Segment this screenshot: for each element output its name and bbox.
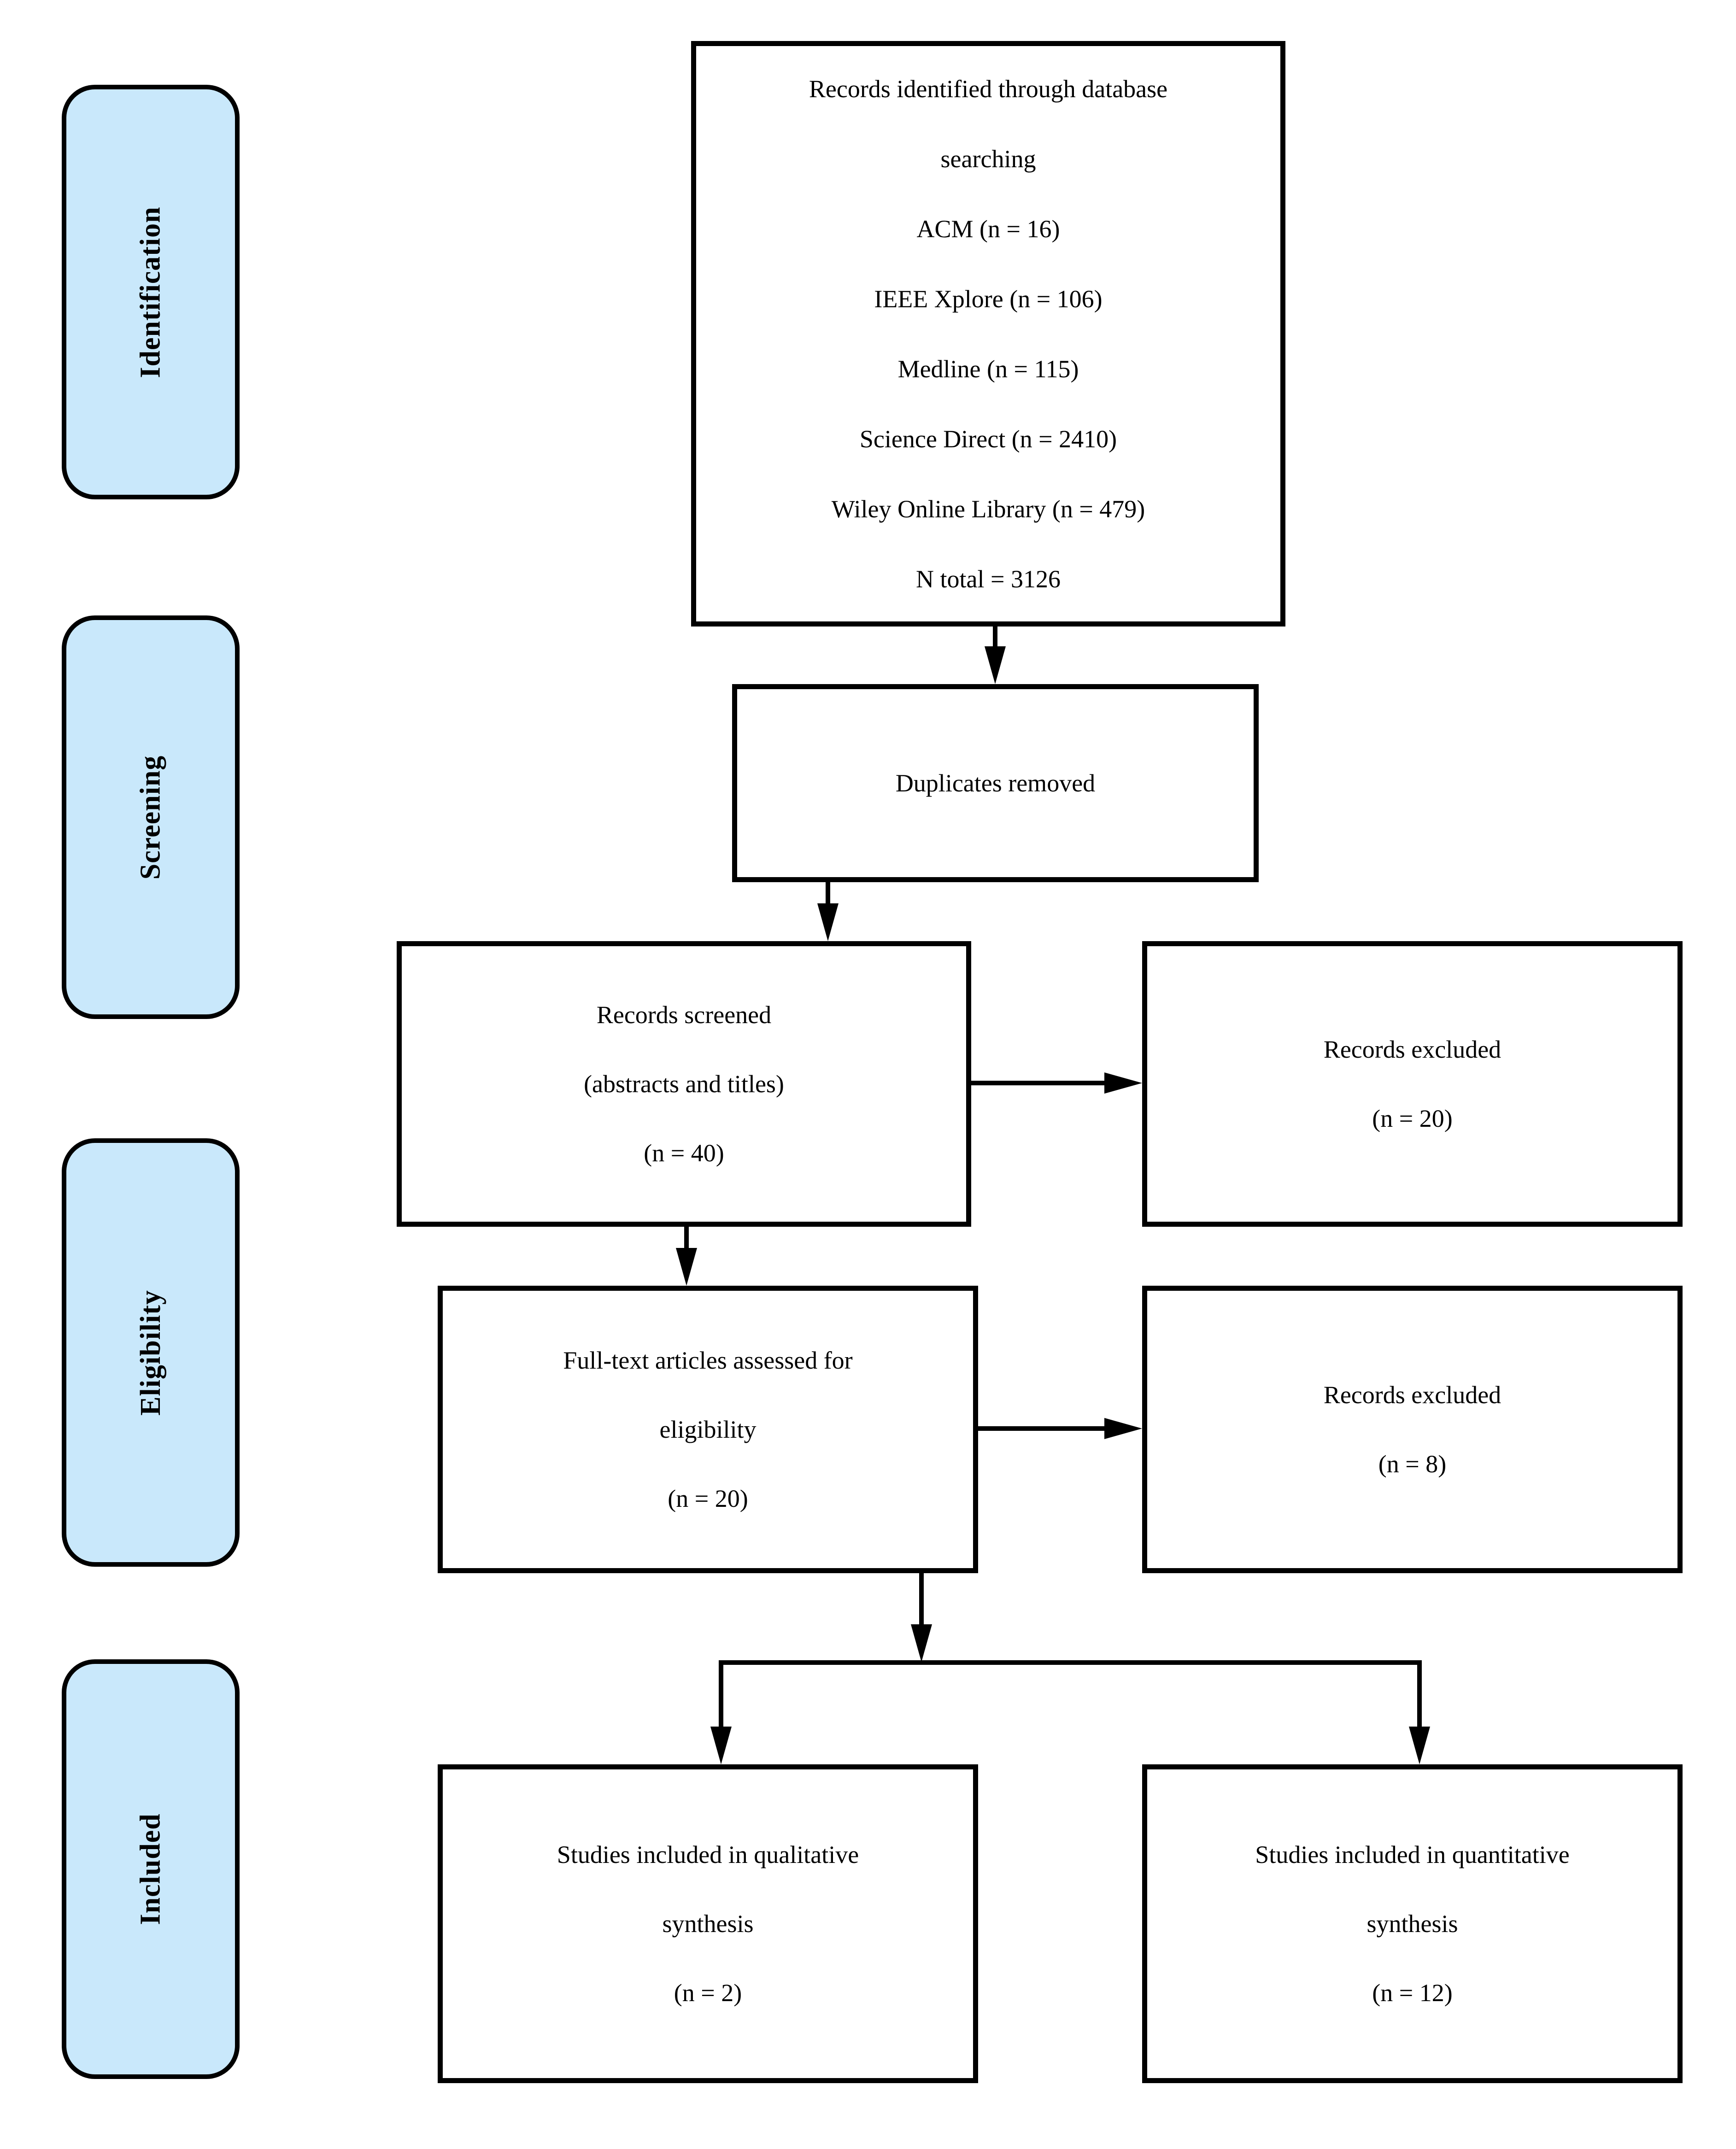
arrowhead-right [1104, 1072, 1142, 1094]
box-line: ACM (n = 16) [916, 215, 1060, 243]
box-line: IEEE Xplore (n = 106) [874, 285, 1103, 313]
box-records-excluded-eligibility: Records excluded (n = 8) [1142, 1286, 1683, 1573]
box-line: N total = 3126 [916, 565, 1061, 593]
arrow-line [970, 1081, 1108, 1085]
arrow-line [977, 1426, 1108, 1431]
box-line: Records identified through database [809, 75, 1168, 103]
arrowhead-down [1409, 1727, 1430, 1764]
box-line: (n = 20) [1372, 1105, 1453, 1132]
box-line: synthesis [662, 1910, 754, 1938]
box-line: Studies included in qualitative [557, 1841, 859, 1868]
arrowhead-down [911, 1624, 932, 1662]
arrow-line [993, 626, 997, 653]
arrowhead-down [817, 903, 839, 941]
box-line: (n = 40) [644, 1139, 724, 1167]
box-fulltext-assessed: Full-text articles assessed for eligibil… [438, 1286, 978, 1573]
box-records-screened: Records screened (abstracts and titles) … [397, 941, 971, 1227]
box-line: (n = 8) [1378, 1450, 1447, 1478]
stage-screening: Screening [62, 615, 240, 1019]
box-duplicates-removed: Duplicates removed [732, 684, 1259, 882]
box-qualitative-synthesis: Studies included in qualitative synthesi… [438, 1764, 978, 2083]
branch-right-line [1417, 1660, 1422, 1730]
box-line: searching [940, 145, 1036, 173]
box-line: (n = 20) [668, 1485, 748, 1512]
box-line: Wiley Online Library (n = 479) [831, 495, 1145, 523]
arrowhead-down [710, 1727, 732, 1764]
box-line: Full-text articles assessed for [563, 1347, 853, 1374]
box-line: Studies included in quantitative [1255, 1841, 1570, 1868]
box-quantitative-synthesis: Studies included in quantitative synthes… [1142, 1764, 1683, 2083]
stage-label-included: Included [135, 1813, 166, 1925]
arrowhead-down [676, 1248, 697, 1286]
branch-left-line [719, 1660, 723, 1730]
box-line: synthesis [1367, 1910, 1458, 1938]
arrow-line [826, 881, 830, 909]
box-line: Medline (n = 115) [897, 355, 1079, 383]
box-line: Records excluded [1323, 1381, 1501, 1409]
branch-line [719, 1660, 1422, 1665]
box-records-identified: Records identified through database sear… [691, 41, 1285, 627]
box-line: Records screened [596, 1001, 772, 1029]
arrow-line [684, 1226, 689, 1253]
box-line: (n = 12) [1372, 1979, 1453, 2007]
box-line: eligibility [659, 1416, 757, 1443]
box-line: Science Direct (n = 2410) [859, 425, 1117, 453]
stage-label-screening: Screening [135, 755, 166, 879]
arrowhead-right [1104, 1418, 1142, 1439]
box-line: (n = 2) [674, 1979, 742, 2007]
stage-label-eligibility: Eligibility [135, 1289, 166, 1416]
stage-eligibility: Eligibility [62, 1138, 240, 1567]
box-line: (abstracts and titles) [584, 1070, 784, 1098]
stage-included: Included [62, 1659, 240, 2079]
box-line: Duplicates removed [895, 769, 1096, 797]
box-line: Records excluded [1323, 1036, 1501, 1063]
box-records-excluded-screening: Records excluded (n = 20) [1142, 941, 1683, 1227]
arrowhead-down [985, 646, 1006, 684]
stage-identification: Identification [62, 85, 240, 499]
stage-label-identification: Identification [135, 206, 166, 378]
arrow-line [919, 1572, 924, 1628]
